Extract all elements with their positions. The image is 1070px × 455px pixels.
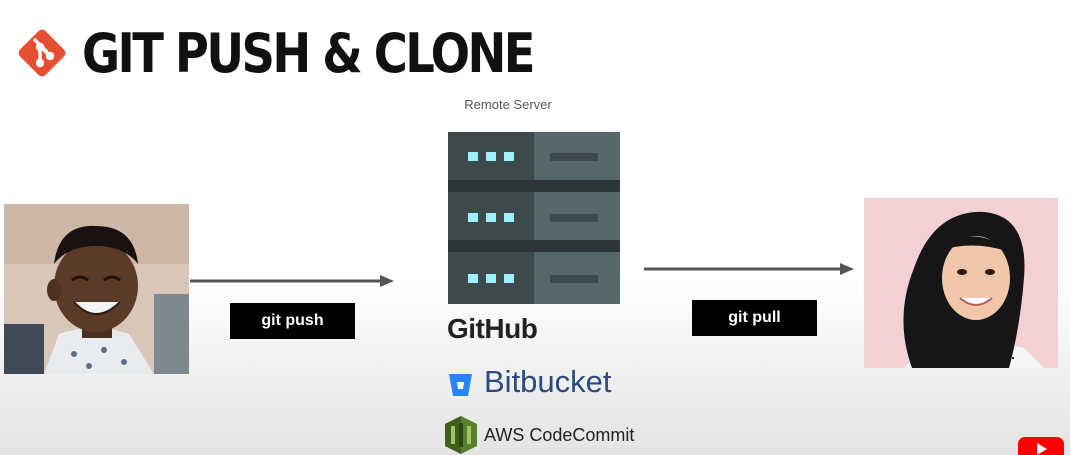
aws-codecommit-logo-text: AWS CodeCommit xyxy=(484,425,635,445)
github-logo-text: GitHub xyxy=(447,313,538,344)
developer-photo-right xyxy=(864,198,1058,368)
git-pull-label: git pull xyxy=(692,300,817,336)
git-logo-icon xyxy=(18,29,66,77)
bitbucket-logo-text: Bitbucket xyxy=(484,364,612,399)
aws-codecommit-icon xyxy=(445,416,477,454)
developer-photo-left xyxy=(4,204,189,374)
bitbucket-icon xyxy=(449,374,472,396)
server-rack-icon xyxy=(448,132,620,304)
git-push-label: git push xyxy=(230,303,355,339)
page-title: GIT PUSH & CLONE xyxy=(82,22,536,85)
push-arrow xyxy=(190,275,394,287)
remote-server-label: Remote Server xyxy=(464,97,552,112)
pull-arrow xyxy=(644,263,854,275)
youtube-icon[interactable] xyxy=(1018,437,1064,455)
